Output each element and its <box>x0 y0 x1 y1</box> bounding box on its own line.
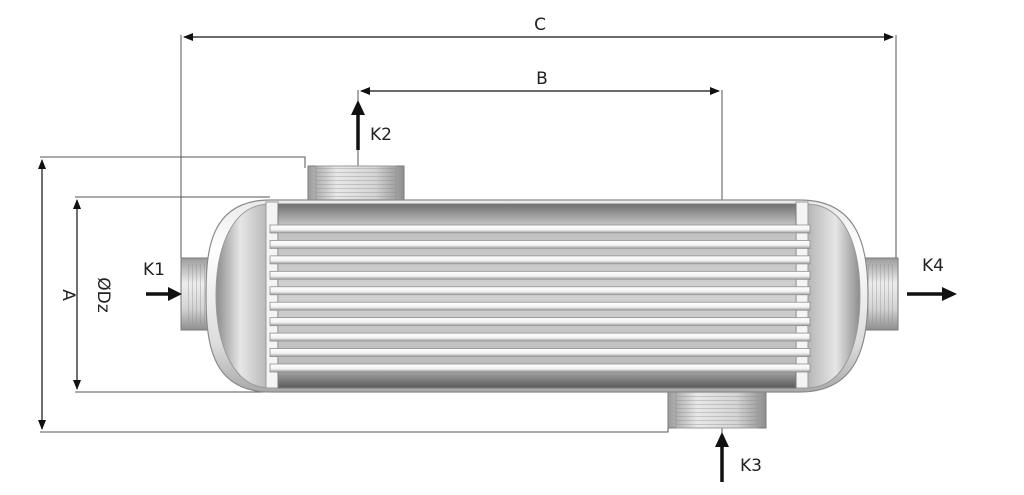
dimension-b-label: B <box>536 69 548 89</box>
tube <box>269 348 811 357</box>
flow-arrow-k2: K2 <box>351 100 392 150</box>
tube <box>269 332 811 342</box>
dimension-c: C <box>183 15 894 41</box>
port-k2-label: K2 <box>370 125 392 145</box>
tube-gap <box>278 294 796 303</box>
tube-gap <box>278 356 796 364</box>
dimension-dz-label: ØDz <box>93 277 113 312</box>
dimension-b: B <box>360 69 720 95</box>
flow-arrow-k4: K4 <box>907 256 957 301</box>
flow-arrow-k1: K1 <box>143 260 182 301</box>
tube-gap <box>278 341 796 349</box>
dimension-a: A <box>38 159 78 430</box>
tube-bundle <box>269 224 811 373</box>
tube <box>269 286 811 296</box>
tube <box>269 270 811 280</box>
dimension-dz: ØDz <box>73 199 113 390</box>
tube <box>269 255 811 265</box>
flow-arrow-k3: K3 <box>715 432 762 482</box>
tube-gap <box>278 310 796 318</box>
tube-gap <box>278 233 796 241</box>
tube <box>269 301 811 311</box>
port-k4-label: K4 <box>922 256 944 276</box>
tube <box>269 363 811 373</box>
tube-gap <box>278 248 796 256</box>
dimension-c-label: C <box>534 15 546 35</box>
tube-gap <box>278 325 796 334</box>
tube-gap <box>278 279 796 287</box>
port-k3-label: K3 <box>740 456 762 476</box>
tube <box>269 317 811 327</box>
tube <box>269 224 811 234</box>
dimension-a-label: A <box>58 289 78 301</box>
port-k1-label: K1 <box>143 260 165 280</box>
tube <box>269 240 811 249</box>
tube-gap <box>278 263 796 272</box>
